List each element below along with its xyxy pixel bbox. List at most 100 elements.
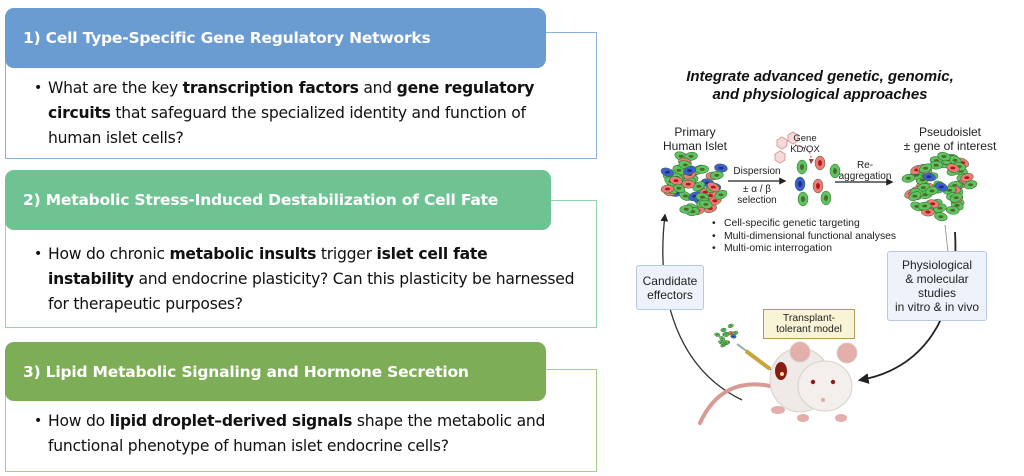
nucleus-icon <box>718 193 724 197</box>
nucleus-icon <box>718 166 724 170</box>
nucleus-icon <box>938 185 944 189</box>
nucleus-icon <box>720 341 723 343</box>
mouse-icon <box>698 341 858 425</box>
nucleus-icon <box>798 181 802 187</box>
gene-label-line-2: KD/OX <box>790 144 820 155</box>
question-text: What are the key <box>48 79 183 97</box>
nucleus-icon <box>923 166 929 170</box>
nucleus-icon <box>947 188 953 192</box>
physio-label-line-2: & molecular <box>905 272 969 286</box>
physiological-studies-box: Physiological & molecular studies in vit… <box>887 251 987 321</box>
nucleus-icon <box>964 176 970 180</box>
pseudoislet-label-line-1: Pseudoislet <box>918 125 982 139</box>
nucleus-icon <box>950 208 956 212</box>
nucleus-icon <box>673 179 679 183</box>
nucleus-icon <box>912 194 918 198</box>
nucleus-icon <box>938 215 944 219</box>
approach-item: Cell-specific genetic targeting <box>712 218 896 231</box>
nucleus-icon <box>725 334 728 336</box>
nucleus-icon <box>732 335 735 338</box>
gene-delivery-arrow <box>794 144 814 164</box>
nucleus-icon <box>926 175 932 179</box>
nucleus-icon <box>722 344 725 346</box>
aim-3-question: • How do lipid droplet–derived signals s… <box>34 409 588 459</box>
pseudoislet-label-line-2: ± gene of interest <box>903 139 997 153</box>
figure-title-line-2: and physiological approaches <box>712 86 928 103</box>
nucleus-icon <box>933 163 939 167</box>
nucleus-icon <box>929 189 935 193</box>
question-text: How do chronic <box>48 245 170 263</box>
candidate-label-line-2: effectors <box>647 287 693 302</box>
selection-label: ± α / β selection <box>727 184 787 206</box>
transplant-label-line-2: tolerant model <box>776 324 842 335</box>
gene-label-line-1: Gene <box>793 133 817 144</box>
primary-islet-label-line-1: Primary <box>674 125 716 139</box>
emphasis-text: transcription factors <box>182 79 359 97</box>
nucleus-icon <box>685 182 691 186</box>
nucleus-icon <box>920 178 926 182</box>
approaches-list: Cell-specific genetic targeting Multi-di… <box>712 218 896 256</box>
figure-title: Integrate advanced genetic, genomic, and… <box>660 68 980 104</box>
bullet-icon: • <box>34 80 43 96</box>
question-text: that safeguard the specialized identity … <box>48 104 526 147</box>
reaggregation-label: Re- aggregation <box>833 160 897 182</box>
reaggregation-label-line-2: aggregation <box>838 171 892 182</box>
nucleus-icon <box>930 202 936 206</box>
nucleus-icon <box>920 186 926 190</box>
nucleus-icon <box>953 196 959 200</box>
nucleus-icon <box>703 202 709 206</box>
selection-label-line-2: selection <box>737 195 777 206</box>
physio-label-line-1: Physiological <box>901 258 973 272</box>
nucleus-icon <box>714 173 720 177</box>
nucleus-icon <box>710 185 716 189</box>
nucleus-icon <box>722 329 725 331</box>
emphasis-text: metabolic insults <box>169 245 317 263</box>
nucleus-icon <box>676 186 682 190</box>
physio-label-line-3: studies <box>917 286 957 300</box>
nucleus-icon <box>937 206 943 210</box>
transplant-label-line-1: Transplant- <box>782 312 836 324</box>
cycle-arc-left <box>660 213 743 401</box>
reaggregation-label-line-1: Re- <box>856 160 874 171</box>
nucleus-icon <box>729 325 732 327</box>
candidate-label-line-1: Candidate <box>642 273 698 288</box>
question-text: trigger <box>316 245 377 263</box>
viral-vector-icon <box>774 131 799 164</box>
nucleus-icon <box>824 195 828 201</box>
nucleus-icon <box>699 195 705 199</box>
bullet-icon: • <box>34 413 43 429</box>
nucleus-icon <box>683 207 689 211</box>
nucleus-icon <box>801 196 805 202</box>
approach-item: Multi-omic interrogation <box>712 243 896 256</box>
aim-2-question: • How do chronic metabolic insults trigg… <box>34 242 578 317</box>
nucleus-icon <box>676 168 682 172</box>
nucleus-icon <box>687 169 693 173</box>
selection-label-line-1: ± α / β <box>742 184 772 195</box>
nucleus-icon <box>699 167 705 171</box>
question-text: and <box>358 79 397 97</box>
nucleus-icon <box>954 203 960 207</box>
approach-item: Multi-dimensional functional analyses <box>712 231 896 244</box>
nucleus-icon <box>818 160 822 166</box>
question-text: and endocrine plasticity? Can this plast… <box>48 270 575 313</box>
primary-islet-label-line-2: Human Islet <box>662 139 728 153</box>
aim-2-header: 2) Metabolic Stress-Induced Destabilizat… <box>5 170 551 230</box>
aim-3-header: 3) Lipid Metabolic Signaling and Hormone… <box>5 342 546 401</box>
dispersed-cells-icon <box>794 155 841 207</box>
emphasis-text: islet cell fate instability <box>48 245 488 288</box>
candidate-effectors-box: Candidate effectors <box>636 265 704 310</box>
nucleus-icon <box>952 158 958 162</box>
nucleus-icon <box>678 154 684 158</box>
figure-title-line-1: Integrate advanced genetic, genomic, <box>686 68 954 85</box>
nucleus-icon <box>724 341 727 343</box>
nucleus-icon <box>688 154 694 158</box>
nucleus-icon <box>833 168 837 174</box>
nucleus-icon <box>941 155 947 158</box>
nucleus-icon <box>925 210 931 214</box>
nucleus-icon <box>905 176 911 180</box>
nucleus-icon <box>968 183 974 187</box>
nucleus-icon <box>696 184 702 188</box>
aim-1-header: 1) Cell Type-Specific Gene Regulatory Ne… <box>5 8 546 68</box>
nucleus-icon <box>665 187 670 191</box>
